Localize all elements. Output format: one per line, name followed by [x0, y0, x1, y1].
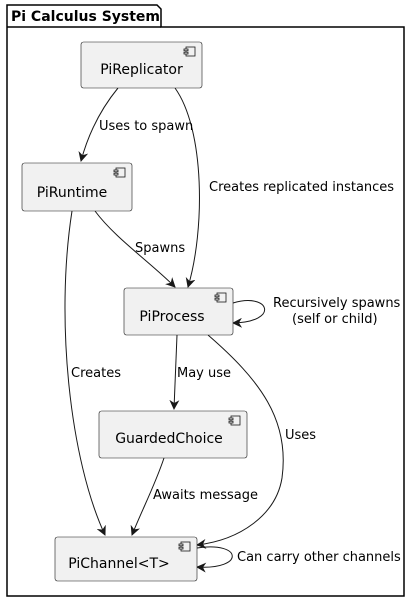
component-label: PiProcess: [139, 309, 204, 325]
component-icon: [183, 46, 196, 57]
label-uses: Uses: [285, 428, 316, 443]
label-spawns: Spawns: [135, 241, 185, 256]
edge-process-to-channel: [196, 334, 284, 549]
component-label: PiChannel<T>: [68, 556, 170, 572]
label-can-carry-other-channels: Can carry other channels: [237, 550, 401, 565]
edge-process-self-loop: [232, 300, 266, 328]
component-label: PiRuntime: [37, 185, 108, 201]
label-creates-replicated-instances: Creates replicated instances: [209, 180, 394, 195]
component-pireplicator[interactable]: PiReplicator: [80, 41, 203, 89]
component-icon: [178, 541, 191, 552]
edge-channel-self-loop: [196, 546, 233, 573]
component-icon: [228, 415, 241, 426]
edge-runtime-to-channel: [64, 210, 106, 536]
package-title: Pi Calculus System: [11, 9, 160, 25]
edge-replicator-to-process: [174, 87, 200, 288]
edge-process-to-guardedchoice: [169, 334, 180, 410]
edge-runtime-to-process: [94, 210, 176, 288]
edge-replicator-to-runtime: [78, 87, 119, 162]
component-label: PiReplicator: [100, 62, 183, 78]
edges: [64, 87, 284, 573]
label-creates: Creates: [71, 366, 121, 381]
component-pichannel[interactable]: PiChannel<T>: [54, 536, 198, 582]
label-self-or-child: (self or child): [292, 312, 378, 327]
edge-guardedchoice-to-channel: [130, 457, 165, 536]
component-icon: [113, 167, 126, 178]
component-piruntime[interactable]: PiRuntime: [21, 162, 133, 212]
label-awaits-message: Awaits message: [153, 488, 258, 503]
component-guardedchoice[interactable]: GuardedChoice: [98, 410, 248, 459]
package-pi-calculus-system: Pi Calculus System: [6, 4, 405, 597]
label-uses-to-spawn: Uses to spawn: [99, 119, 193, 134]
label-may-use: May use: [177, 366, 231, 381]
component-icon: [214, 292, 227, 303]
edge-labels: Uses to spawn Creates replicated instanc…: [71, 119, 401, 565]
component-piprocess[interactable]: PiProcess: [123, 287, 234, 336]
label-recursively-spawns: Recursively spawns: [273, 296, 401, 311]
component-label: GuardedChoice: [115, 431, 223, 447]
